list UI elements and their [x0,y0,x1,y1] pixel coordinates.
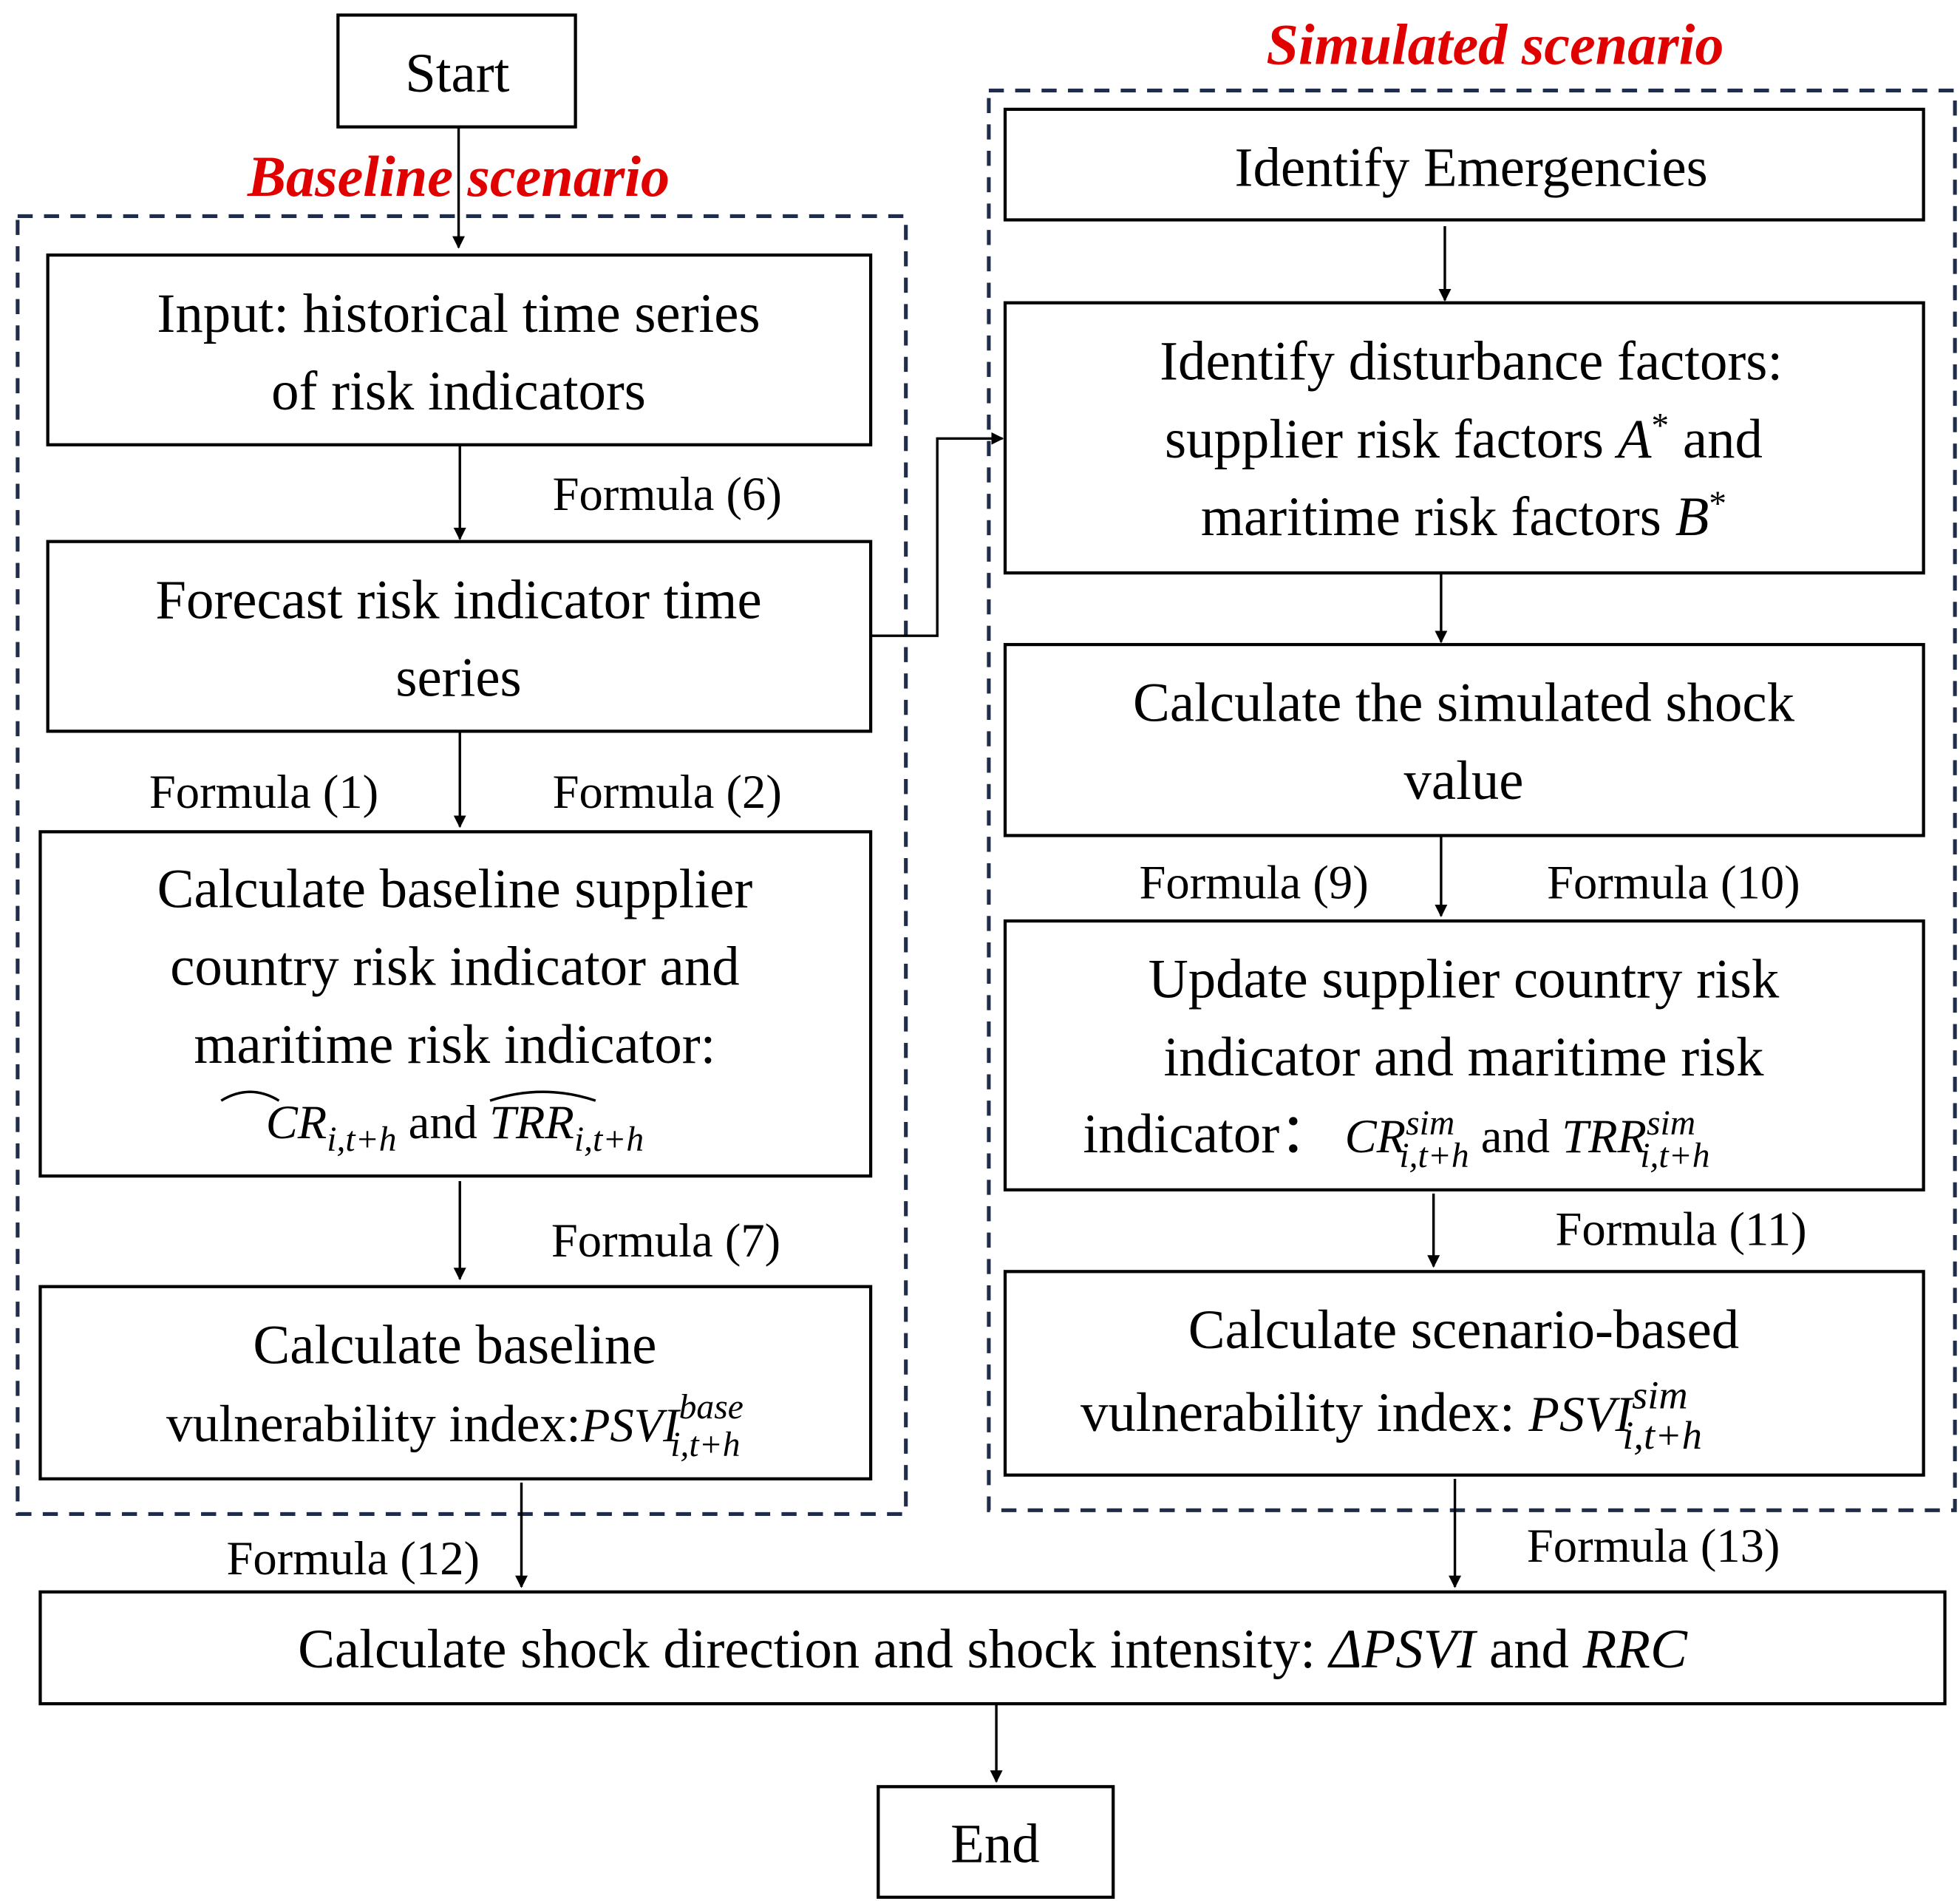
svg-text:Calculate scenario-based: Calculate scenario-based [1188,1299,1739,1361]
baseline-indicator-box: Calculate baseline supplier country risk… [38,830,873,1178]
end-node: End [877,1785,1115,1900]
formula-10-label: Formula (10) [1547,855,1800,909]
shock-direction-box: Calculate shock direction and shock inte… [38,1590,1947,1706]
formula-6-label: Formula (6) [553,467,782,521]
svg-text:indicator and maritime risk: indicator and maritime risk [1163,1027,1764,1088]
svg-text:of risk indicators: of risk indicators [271,361,646,422]
svg-text:maritime risk factors B*: maritime risk factors B* [1201,485,1726,548]
svg-text:value: value [1403,750,1523,812]
svg-text:Calculate baseline supplier: Calculate baseline supplier [157,858,753,919]
formula-1-label: Formula (1) [149,765,378,819]
svg-text:maritime risk indicator:: maritime risk indicator: [194,1014,715,1075]
formula-7-label: Formula (7) [551,1214,780,1268]
disturbance-factors-box: Identify disturbance factors: supplier r… [1003,301,1925,575]
svg-text:Calculate shock direction and: Calculate shock direction and shock inte… [298,1619,1688,1680]
input-historical-box: Input: historical time series of risk in… [46,253,873,446]
svg-text:Identify Emergencies: Identify Emergencies [1235,137,1708,199]
svg-text:Calculate baseline: Calculate baseline [253,1314,656,1375]
formula-9-label: Formula (9) [1139,855,1368,909]
svg-text:series: series [395,647,521,709]
svg-text:CRi,t+h and TRRi,t+h: CRi,t+h and TRRi,t+h [266,1095,644,1159]
formula-12-label: Formula (12) [226,1531,480,1585]
baseline-region [16,214,908,1516]
scenario-vulnerability-box: Calculate scenario-based vulnerability i… [1003,1270,1925,1477]
svg-text:End: End [950,1813,1039,1874]
forecast-box: Forecast risk indicator time series [46,540,873,733]
start-node: Start [336,13,577,129]
formula-2-label: Formula (2) [553,765,782,819]
svg-text:Forecast risk indicator time: Forecast risk indicator time [155,569,761,630]
identify-emergencies-box: Identify Emergencies [1003,107,1925,222]
formula-13-label: Formula (13) [1527,1519,1780,1573]
update-indicator-box: Update supplier country risk indicator a… [1003,919,1925,1191]
svg-text:Update supplier country risk: Update supplier country risk [1149,949,1780,1010]
svg-text:Start: Start [405,43,509,104]
svg-text:supplier risk factors A* and: supplier risk factors A* and [1165,407,1763,470]
svg-text:Input: historical time series: Input: historical time series [157,283,760,344]
baseline-vulnerability-box: Calculate baseline vulnerability index:P… [38,1285,873,1480]
simulated-title: Simulated scenario [1266,13,1723,77]
formula-11-label: Formula (11) [1555,1203,1806,1256]
simulated-region [987,88,1957,1512]
simulated-shock-box: Calculate the simulated shock value [1003,642,1925,837]
svg-text:Calculate the simulated shock: Calculate the simulated shock [1133,673,1795,734]
svg-text:Identify disturbance factors:: Identify disturbance factors: [1160,330,1783,392]
svg-text:country risk indicator and: country risk indicator and [170,936,739,998]
arrows [452,126,1462,1783]
